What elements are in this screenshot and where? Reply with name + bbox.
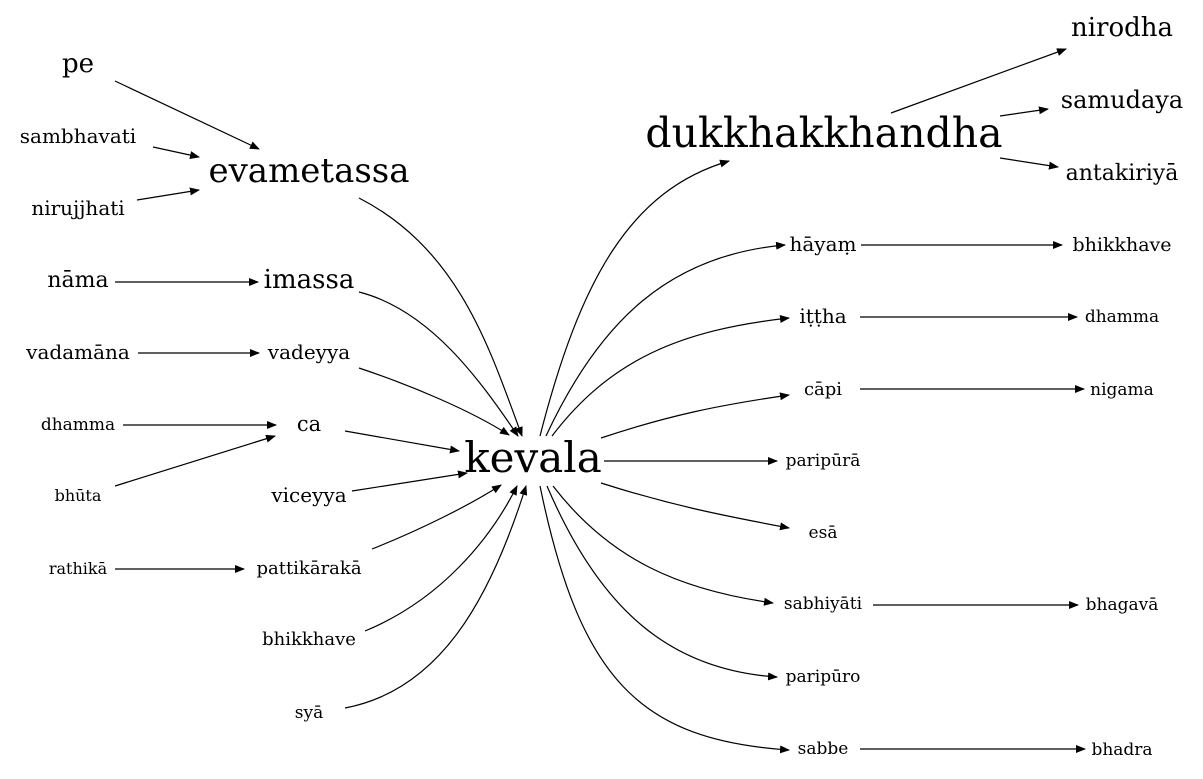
node-nama: nāma	[47, 268, 108, 293]
edge-kevala-to-esa	[600, 482, 790, 531]
edge-pe-to-evametassa	[114, 80, 260, 150]
node-bhadra: bhadra	[1091, 740, 1152, 760]
edge-nirujjhati-to-evametassa	[136, 187, 200, 201]
node-nirujjhati: nirujjhati	[31, 196, 124, 220]
node-nigama: nigama	[1090, 380, 1154, 400]
node-imassa: imassa	[264, 265, 355, 295]
edge-kevala-to-ittha	[551, 315, 790, 437]
node-pe: pe	[62, 49, 94, 79]
node-nirodha: nirodha	[1071, 13, 1173, 43]
node-bhuta: bhūta	[55, 486, 102, 505]
node-paripura: paripūrā	[786, 451, 861, 471]
edge-dukkhakkhandha-to-nirodha	[890, 48, 1067, 114]
edge-kevala-to-paripuro	[546, 485, 778, 681]
node-ittha: iṭṭha	[799, 304, 846, 328]
nodes-layer: pe sambhavati nirujjhati evametassa nāma imas…	[20, 13, 1183, 760]
edge-kevala-to-hayam	[545, 241, 786, 437]
node-samudaya: samudaya	[1061, 86, 1183, 114]
edge-dukkhakkhandha-to-samudaya	[999, 106, 1049, 117]
edge-imassa-to-kevala	[358, 291, 519, 437]
node-bhikkhave-l: bhikkhave	[262, 629, 356, 650]
edge-ca-to-kevala	[344, 430, 460, 454]
node-bhikkhave-r: bhikkhave	[1072, 234, 1171, 256]
edge-bhuta-to-ca	[114, 434, 276, 487]
node-pattikaraka: pattikārakā	[256, 558, 361, 579]
edge-kevala-to-sabhiyati	[552, 485, 774, 606]
node-hayam: hāyaṃ	[790, 232, 857, 256]
edge-evametassa-to-kevala	[358, 197, 523, 437]
node-sambhavati: sambhavati	[20, 124, 136, 148]
edge-sambhavati-to-evametassa	[152, 146, 200, 159]
edge-kevala-to-capi	[600, 392, 790, 439]
node-evametassa: evametassa	[208, 151, 409, 191]
edge-viceyya-to-kevala	[351, 470, 468, 492]
node-vadeyya: vadeyya	[267, 340, 350, 364]
node-vadamana: vadamāna	[25, 340, 130, 364]
edge-vadeyya-to-kevala	[358, 367, 510, 436]
node-kevala: kevala	[464, 433, 602, 482]
node-sya: syā	[295, 703, 323, 723]
edge-pattikaraka-to-kevala	[371, 484, 502, 550]
edges-layer	[114, 48, 1086, 754]
edge-dukkhakkhandha-to-antakiriya	[999, 157, 1059, 170]
edge-kevala-to-sabbe	[539, 485, 790, 754]
node-viceyya: viceyya	[270, 483, 346, 507]
edge-kevala-to-dukkhakkhandha	[539, 159, 730, 437]
node-bhagava: bhagavā	[1086, 595, 1159, 615]
node-capi: cāpi	[804, 379, 842, 400]
node-dhamma-l: dhamma	[41, 415, 115, 435]
node-antakiriya: antakiriyā	[1066, 161, 1179, 186]
edge-sya-to-kevala	[344, 485, 528, 709]
edge-bhikkhave-l-to-kevala	[364, 485, 518, 632]
node-paripuro: paripūro	[786, 667, 861, 687]
node-dhamma-r: dhamma	[1085, 307, 1159, 327]
node-sabbe: sabbe	[798, 739, 849, 759]
node-dukkhakkhandha: dukkhakkhandha	[645, 109, 1002, 157]
node-esa: esā	[809, 523, 838, 543]
node-sabhiyati: sabhiyāti	[784, 594, 863, 614]
node-rathika: rathikā	[49, 559, 108, 578]
node-ca: ca	[297, 412, 321, 436]
